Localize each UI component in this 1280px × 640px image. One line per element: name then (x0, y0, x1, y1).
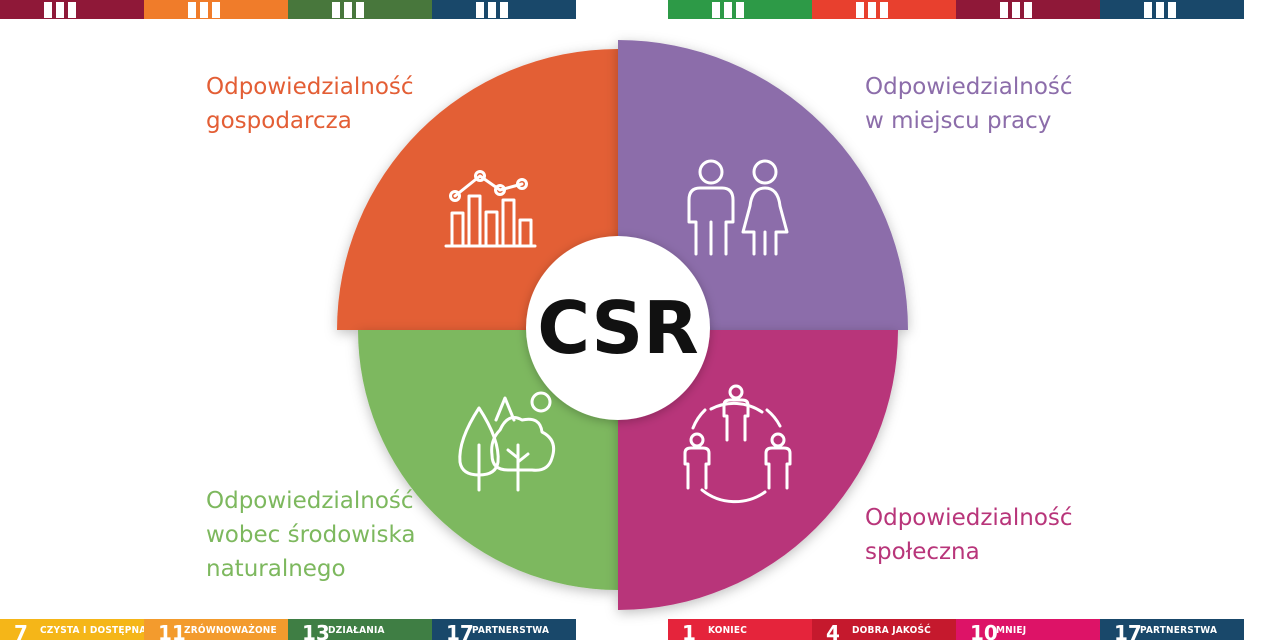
label-workplace: Odpowiedzialność w miejscu pracy (865, 74, 1073, 134)
center-label: CSR (537, 286, 698, 370)
community-icon (683, 384, 792, 504)
sdg-strip-top-left (0, 0, 576, 19)
sdg-label: DZIAŁANIA (328, 625, 385, 636)
sdg-tile: 7 CZYSTA I DOSTĘPNA (0, 619, 144, 640)
segment-economic (337, 49, 618, 330)
trees-icon (458, 391, 556, 492)
sdg-tile (812, 0, 956, 19)
segment-social (618, 330, 898, 610)
sdg-label: PARTNERSTWA (1140, 625, 1218, 636)
sdg-tile (0, 0, 144, 19)
sdg-glyph-icon (328, 0, 388, 18)
sdg-tile (668, 0, 812, 19)
sdg-number: 10 (970, 621, 998, 640)
sdg-glyph-icon (996, 0, 1056, 18)
bar-chart-icon (444, 170, 537, 248)
sdg-number: 4 (826, 621, 840, 640)
sdg-glyph-icon (184, 0, 244, 18)
people-icon (687, 159, 789, 256)
sdg-number: 13 (302, 621, 330, 640)
sdg-glyph-icon (708, 0, 768, 18)
sdg-label: MNIEJ (996, 625, 1027, 636)
segment-environment (358, 330, 618, 590)
sdg-number: 17 (446, 621, 474, 640)
sdg-label: KONIEC (708, 625, 747, 636)
segment-workplace (618, 40, 908, 330)
sdg-tile (432, 0, 576, 19)
sdg-label: ZRÓWNOWAŻONE (184, 625, 277, 636)
sdg-tile (1100, 0, 1244, 19)
sdg-tile (956, 0, 1100, 19)
sdg-tile: 4 DOBRA JAKOŚĆ (812, 619, 956, 640)
sdg-number: 7 (14, 621, 28, 640)
sdg-glyph-icon (852, 0, 912, 18)
sdg-number: 17 (1114, 621, 1142, 640)
sdg-label: PARTNERSTWA (472, 625, 550, 636)
label-economic: Odpowiedzialność gospodarcza (206, 74, 414, 134)
sdg-glyph-icon (40, 0, 100, 18)
sdg-strip-top-right (668, 0, 1244, 19)
label-social: Odpowiedzialność społeczna (865, 505, 1073, 565)
center-circle (526, 236, 710, 420)
sdg-tile (288, 0, 432, 19)
sdg-tile: 1 KONIEC (668, 619, 812, 640)
sdg-number: 11 (158, 621, 186, 640)
sdg-tile (144, 0, 288, 19)
sdg-number: 1 (682, 621, 696, 640)
sdg-glyph-icon (1140, 0, 1200, 18)
label-environment: Odpowiedzialność wobec środowiska natura… (206, 488, 416, 582)
sdg-label: DOBRA JAKOŚĆ (852, 625, 931, 636)
sdg-label: CZYSTA I DOSTĘPNA (40, 625, 144, 636)
sdg-glyph-icon (472, 0, 532, 18)
